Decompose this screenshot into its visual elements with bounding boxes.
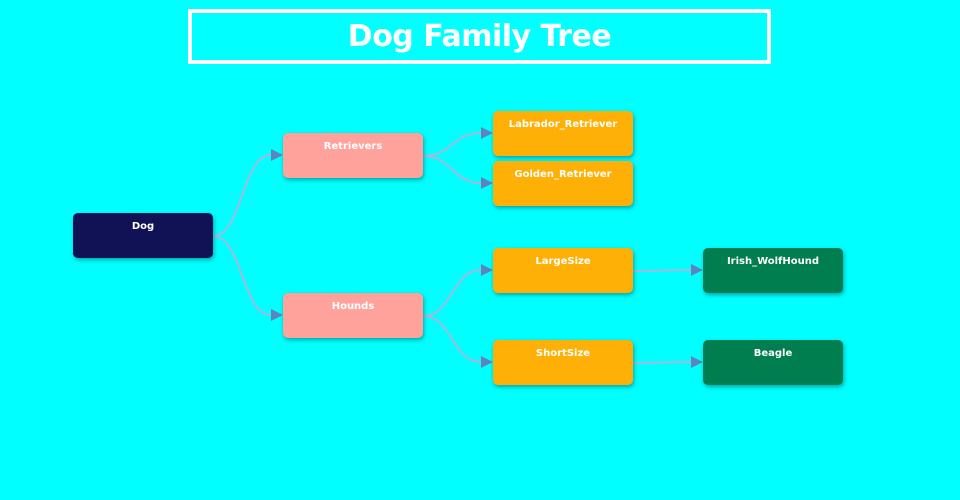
edge-hounds-short (422, 315, 482, 363)
arrowhead-icon (691, 264, 703, 276)
edge-retrievers-labrador (422, 132, 482, 157)
node-short-size[interactable]: ShortSize (493, 340, 633, 385)
arrowhead-icon (271, 149, 283, 161)
edge-short-beagle (632, 361, 692, 364)
arrowhead-icon (481, 177, 493, 189)
node-dog[interactable]: Dog (73, 213, 213, 258)
arrowhead-icon (481, 127, 493, 139)
edge-dog-hounds (212, 235, 272, 316)
node-labrador-retriever[interactable]: Labrador_Retriever (493, 111, 633, 156)
arrowhead-icon (271, 309, 283, 321)
arrowhead-icon (481, 356, 493, 368)
node-hounds[interactable]: Hounds (283, 293, 423, 338)
edge-retrievers-golden (422, 155, 482, 184)
edge-hounds-large (422, 269, 482, 317)
edge-large-irish (632, 269, 692, 272)
arrowhead-icon (691, 356, 703, 368)
node-beagle[interactable]: Beagle (703, 340, 843, 385)
edge-dog-retrievers (212, 154, 272, 237)
node-irish-wolfhound[interactable]: Irish_WolfHound (703, 248, 843, 293)
diagram-title: Dog Family Tree (188, 9, 771, 64)
node-golden-retriever[interactable]: Golden_Retriever (493, 161, 633, 206)
node-large-size[interactable]: LargeSize (493, 248, 633, 293)
arrowhead-icon (481, 264, 493, 276)
node-retrievers[interactable]: Retrievers (283, 133, 423, 178)
